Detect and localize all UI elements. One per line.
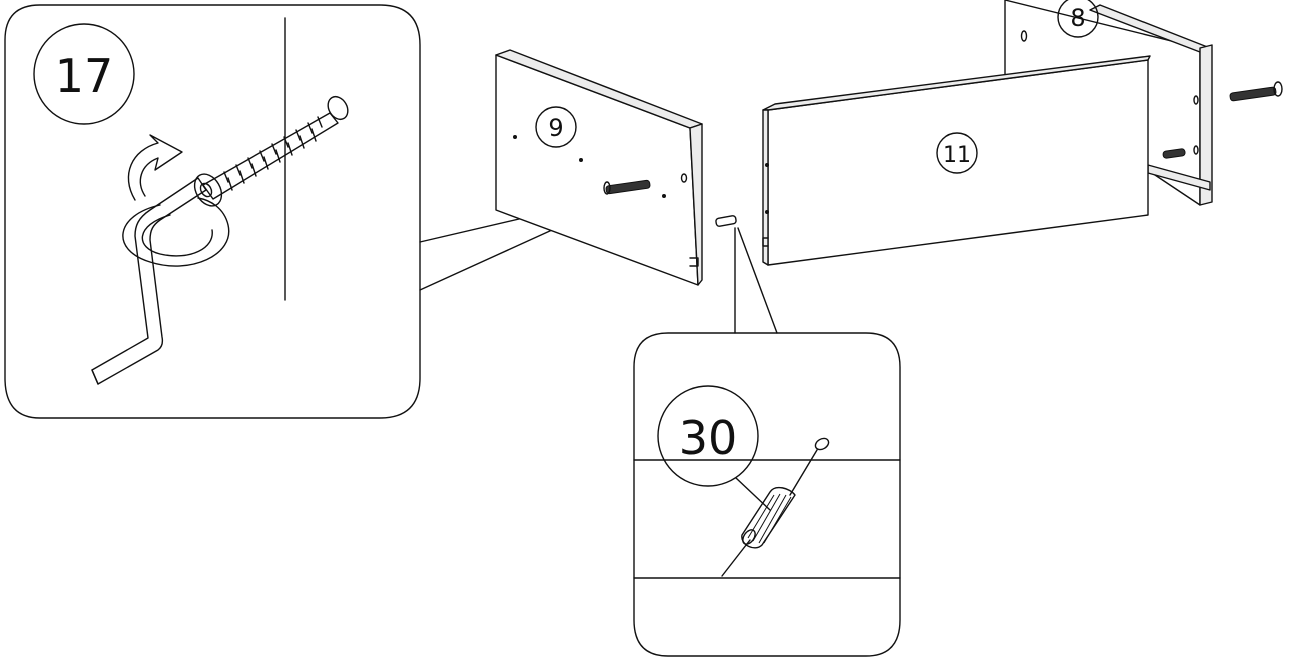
leader-line-dowel-right <box>737 227 778 334</box>
callout-circle-8 <box>1057 0 1099 38</box>
callout-circle-17 <box>33 23 135 125</box>
callout-circle-11 <box>936 132 978 174</box>
callout-circle-9 <box>535 106 577 148</box>
cam-bolt-icon <box>193 95 349 207</box>
callout-number-30: 30 <box>679 411 738 465</box>
callout-number-11: 11 <box>943 143 971 168</box>
cam-bolt-icon <box>603 179 651 195</box>
allen-key-icon <box>91 177 207 385</box>
wooden-dowel-icon <box>1162 148 1186 159</box>
callout-number-8: 8 <box>1070 4 1085 32</box>
wooden-dowel-icon <box>741 486 796 549</box>
rotate-arrow-icon <box>122 134 230 267</box>
callout-circle-30 <box>657 385 759 487</box>
detail-box-17: 17 <box>4 4 619 419</box>
front-panel-11: 11 <box>762 55 1151 266</box>
wooden-dowel-icon <box>715 215 737 227</box>
callout-number-17: 17 <box>55 49 114 103</box>
detail-box-30: 30 <box>633 332 901 657</box>
side-panel-9: 9 <box>495 49 703 286</box>
callout-number-9: 9 <box>548 114 563 142</box>
cam-bolt-icon <box>1229 81 1283 102</box>
